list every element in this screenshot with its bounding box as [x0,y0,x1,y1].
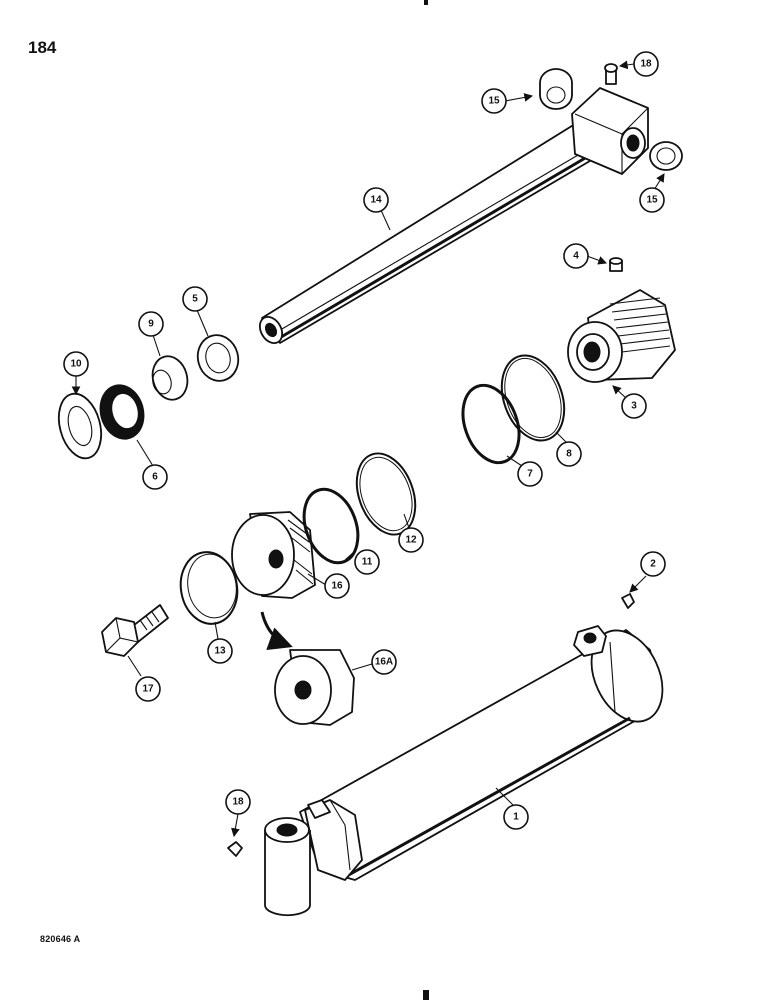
grease-fitting-tube-part [227,841,243,857]
svg-text:4: 4 [573,251,579,262]
svg-text:6: 6 [152,472,158,483]
callout-15-right: 15 [639,187,665,213]
piston-rod-part [258,123,596,345]
svg-text:18: 18 [232,797,244,808]
rod-seal-part [196,334,240,382]
callout-17: 17 [135,676,161,702]
svg-text:8: 8 [566,449,572,460]
bushing-right-part [649,141,683,171]
bolt-part [101,604,169,657]
o-ring-part [461,383,521,465]
wiper-seal-part [99,384,145,440]
callout-11: 11 [354,549,380,575]
svg-text:1: 1 [513,812,519,823]
svg-text:15: 15 [646,195,658,206]
base-pin-tube-part [264,817,311,917]
callout-10: 10 [63,351,89,377]
bushing-seal-part [151,355,189,401]
page-number: 184 [28,38,57,57]
callout-15-left: 15 [481,88,507,114]
scan-mark-top [424,0,428,5]
setscrew-part [609,257,623,272]
svg-text:12: 12 [405,535,417,546]
callout-4: 4 [563,243,589,269]
callout-16: 16 [324,573,350,599]
svg-text:3: 3 [631,401,637,412]
callout-12: 12 [398,527,424,553]
svg-text:5: 5 [192,294,198,305]
alternate-arrow [260,611,293,651]
callout-16a: 16A [371,649,397,675]
svg-text:16: 16 [331,581,343,592]
washer-part [57,392,103,460]
callout-9: 9 [138,311,164,337]
bushing-left-part [539,68,573,110]
svg-text:14: 14 [370,195,382,206]
svg-text:9: 9 [148,319,154,330]
leader-lines [71,60,665,838]
gland-part [567,289,676,383]
piston-part [231,511,316,599]
port-boss-part [573,625,607,657]
svg-text:17: 17 [142,684,154,695]
callout-7: 7 [517,461,543,487]
svg-text:11: 11 [362,557,373,568]
callout-5: 5 [182,286,208,312]
scan-mark-bottom [423,990,429,1000]
grease-fitting-barrel-part [621,593,635,609]
svg-text:10: 10 [70,359,82,370]
callout-18-bottom: 18 [225,789,251,815]
svg-text:7: 7 [527,469,533,480]
callout-8: 8 [556,441,582,467]
callout-18-top: 18 [633,51,659,77]
callout-14: 14 [363,187,389,213]
callout-13: 13 [207,638,233,664]
callout-2: 2 [640,551,666,577]
alternate-piston-part [274,649,355,726]
grease-fitting-top-part [604,63,618,85]
figure-code: 820646 A [40,934,81,944]
svg-text:18: 18 [640,59,652,70]
callout-1: 1 [503,804,529,830]
rod-eye-block-part [571,87,649,175]
svg-text:16A: 16A [375,657,393,668]
backup-ring-part [500,354,566,442]
piston-o-ring-part [302,487,360,565]
barrel-base-lug [307,799,331,819]
callout-3: 3 [621,393,647,419]
svg-text:13: 13 [214,646,226,657]
svg-text:2: 2 [650,559,656,570]
cylinder-barrel-part [299,629,664,881]
svg-text:15: 15 [488,96,500,107]
callout-6: 6 [142,464,168,490]
